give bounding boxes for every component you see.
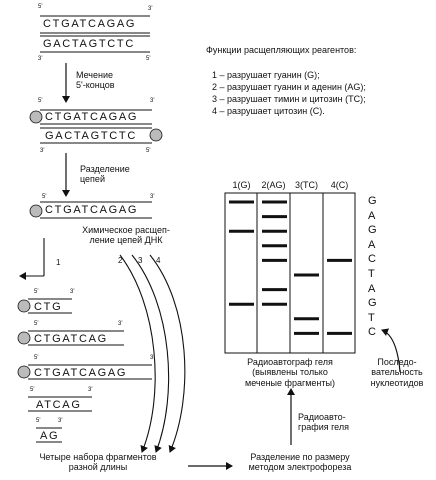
autoradiography-label: Радиоавто-графия геля <box>298 412 350 433</box>
read-direction-arrow <box>381 328 401 373</box>
route-number-3: 3 <box>138 256 143 265</box>
reagent-item-2: 2 – разрушает гуанин и аденин (AG); <box>212 82 366 92</box>
sequence-letter: A <box>368 238 376 251</box>
prime-5-label: 5' <box>42 194 47 200</box>
gel-lane-label-2: 2(AG) <box>261 180 286 190</box>
cleavage-routes <box>19 238 186 453</box>
fragment-2: CTGATCAG <box>34 333 108 345</box>
prime-5-label: 5' <box>38 98 43 104</box>
prime-3-label: 3' <box>150 355 155 361</box>
sequence-letter: G <box>368 297 377 310</box>
duplex-unlabeled-lines <box>40 15 150 53</box>
label-dot <box>149 128 163 142</box>
sequence-letter: T <box>368 268 375 280</box>
prime-3-label: 3' <box>88 387 93 393</box>
gel-bands <box>229 200 352 335</box>
sequence-letter: C <box>368 253 376 266</box>
prime-5-label: 5' <box>36 418 41 424</box>
dna-labeled-strand: CTGATCAGAG <box>45 204 139 216</box>
prime-3-label: 3' <box>150 194 155 200</box>
gel-lane-dividers <box>256 193 324 353</box>
single-strand-lines <box>40 201 152 219</box>
sequence-letter: A <box>368 282 376 295</box>
route-number-1: 1 <box>56 258 61 267</box>
chemical-cleavage-label: Химическое расщеп-ление цепей ДНК <box>82 225 170 246</box>
sequence-letter: T <box>368 311 375 324</box>
prime-3-label: 3' <box>40 148 45 154</box>
prime-5-label: 5' <box>146 148 151 154</box>
fragment-5: AG <box>40 430 60 442</box>
dna-top-strand: CTGATCAGAG <box>43 18 137 30</box>
prime-3-label: 3' <box>38 56 43 62</box>
dna-top-strand: CTGATCAGAG <box>45 111 139 123</box>
gel-lane-label-4: 4(C) <box>330 180 349 190</box>
prime-5-label: 5' <box>146 56 151 62</box>
prime-5-label: 5' <box>34 355 39 361</box>
prime-3-label: 3' <box>150 98 155 104</box>
sequence-letter: C <box>368 326 376 339</box>
fragment-3: CTGATCAGAG <box>34 367 128 379</box>
reagent-item-3: 3 – разрушает тимин и цитозин (TC); <box>212 94 366 104</box>
prime-3-label: 3' <box>118 321 123 327</box>
prime-5-label: 5' <box>38 4 43 10</box>
prime-3-label: 3' <box>70 289 75 295</box>
duplex-labeled-lines <box>40 109 152 144</box>
reagent-item-4: 4 – разрушает цитозин (С). <box>212 106 325 116</box>
reagents-title: Функции расщепляющих реагентов: <box>206 45 357 55</box>
fragment-lines <box>28 298 152 443</box>
gel-lane-label-3: 3(TC) <box>295 180 318 190</box>
prime-5-label: 5' <box>30 387 35 393</box>
prime-5-label: 5' <box>34 289 39 295</box>
prime-3-label: 3' <box>58 418 63 424</box>
route-number-4: 4 <box>156 256 161 265</box>
dna-bottom-strand: GACTAGTCTC <box>45 130 137 142</box>
label-dot <box>29 204 43 218</box>
fragment-4: ATCAG <box>36 399 82 411</box>
fragment-label-dots <box>17 299 31 379</box>
dna-bottom-strand: GACTAGTCTC <box>43 38 135 50</box>
sequence-letter: G <box>368 224 377 237</box>
gel-lane-label-1: 1(G) <box>232 180 251 190</box>
label-dot <box>29 110 43 124</box>
sequence-letter: G <box>368 195 377 207</box>
fragment-1: CTG <box>34 301 63 313</box>
route-number-2: 2 <box>118 256 123 265</box>
prime-3-label: 3' <box>148 6 153 12</box>
sequence-letter: A <box>368 209 376 222</box>
prime-5-label: 5' <box>34 321 39 327</box>
reagent-item-1: 1 – разрушает гуанин (G); <box>212 70 320 80</box>
